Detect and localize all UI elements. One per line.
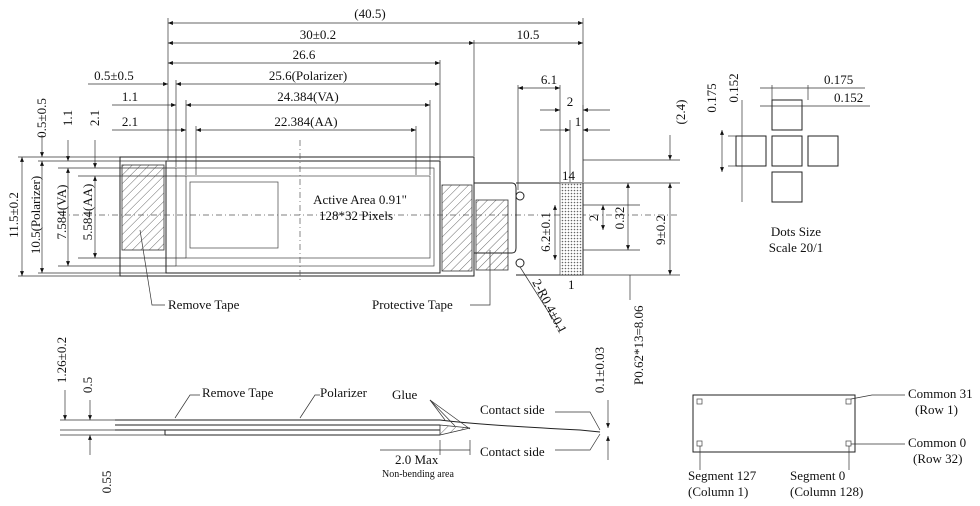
dim-aa-height: 5.584(AA) [80,184,95,241]
top-view [60,140,680,282]
dim-polarizer-thickness: 0.5 [80,377,95,393]
dim-fpc-thickness: 0.1±0.03 [592,347,607,393]
dot-152-h: 0.152 [834,90,863,105]
seg127-label: Segment 127 [688,468,757,483]
active-area-pixels: 128*32 Pixels [319,208,393,223]
side-remove-tape: Remove Tape [202,385,274,400]
fpc-pins [559,182,584,276]
dot [771,99,803,131]
fpc-outline [474,182,517,254]
dot-175-v: 0.175 [704,83,719,112]
dim-aa-width: 22.384(AA) [274,114,337,129]
protective-tape-area [475,199,509,271]
dim-glass-height: 11.5±0.2 [6,192,21,238]
protective-tape-label: Protective Tape [372,297,453,312]
pixel-map [692,394,905,470]
side-glue: Glue [392,387,418,402]
dim-pin-pitch-2: 2 [567,94,574,109]
bend-note: Non-bending area [382,469,454,480]
row1-label: (Row 1) [915,402,958,417]
dim-pin-pitch-1: 1 [575,114,582,129]
dot-175-h: 0.175 [824,72,853,87]
dot [771,171,803,203]
pin-last-label: 1 [568,277,575,292]
dot [735,135,767,167]
remove-tape-label: Remove Tape [168,297,240,312]
remove-tape-area [121,164,165,251]
contact-side-top: Contact side [480,402,545,417]
common0-label: Common 0 [908,435,966,450]
dim-fpc-top: (2.4) [673,100,688,125]
dim-polarizer-height: 10.5(Polarizer) [28,176,43,254]
side-view [60,390,610,460]
dim-va-offset: 1.1 [122,89,138,104]
fpc-hole-top [515,191,525,201]
col128-label: (Column 128) [790,484,863,499]
dim-aa-top: 2.1 [87,110,102,126]
fpc-hole-bottom [515,258,525,268]
dim-fpc-length: 10.5 [517,27,540,42]
aa-outline [185,175,431,259]
polarizer-outline [165,160,441,274]
radius-label: 2-R0.4±0.1 [529,276,570,335]
dim-aa-offset: 2.1 [122,114,138,129]
dot [771,135,803,167]
side-polarizer: Polarizer [320,385,368,400]
dot-152-v: 0.152 [726,73,741,102]
dots-scale: Scale 20/1 [769,240,824,255]
dim-pin-height: 0.32 [612,207,627,230]
dim-polarizer-width: 25.6(Polarizer) [269,68,347,83]
dot [807,135,839,167]
dim-glass-thickness: 0.55 [99,471,114,494]
dim-fpc-height: 9±0.2 [653,215,668,245]
dots-detail [720,85,870,203]
top-dimension-lines [18,18,680,331]
seg0-label: Segment 0 [790,468,845,483]
glass-outline [119,156,475,277]
pixel-map-outline [692,394,856,453]
dim-thickness: 1.26±0.2 [54,337,69,383]
dim-polarizer-top: 0.5±0.5 [34,98,49,138]
col1-label: (Column 1) [688,484,748,499]
va-outline [175,167,435,267]
dim-overall: (40.5) [354,6,385,21]
dim-fpc-position: 6.2±0.1 [538,212,553,252]
row32-label: (Row 32) [913,451,962,466]
dim-polarizer-offset: 0.5±0.5 [94,68,134,83]
dim-pin-width: 2 [586,215,601,222]
dim-outline: 26.6 [293,47,316,62]
fpc-bonding-hatch [441,184,473,272]
dim-va-height: 7.584(VA) [54,184,69,239]
contact-side-bottom: Contact side [480,444,545,459]
dim-glass-width: 30±0.2 [300,27,336,42]
common31-label: Common 31 [908,386,973,401]
active-area-title: Active Area 0.91" [313,192,407,207]
dots-caption: Dots Size [771,224,821,239]
labels: (40.5) 30±0.2 10.5 26.6 0.5±0.5 25.6(Pol… [6,6,973,499]
pin-first-label: 14 [562,168,576,183]
dim-va-top: 1.1 [60,110,75,126]
dim-va-width: 24.384(VA) [277,89,339,104]
dim-fpc-hole: 6.1 [541,72,557,87]
pin-pitch-label: P0.62*13=8.06 [631,305,646,385]
bend-dim: 2.0 Max [395,452,439,467]
